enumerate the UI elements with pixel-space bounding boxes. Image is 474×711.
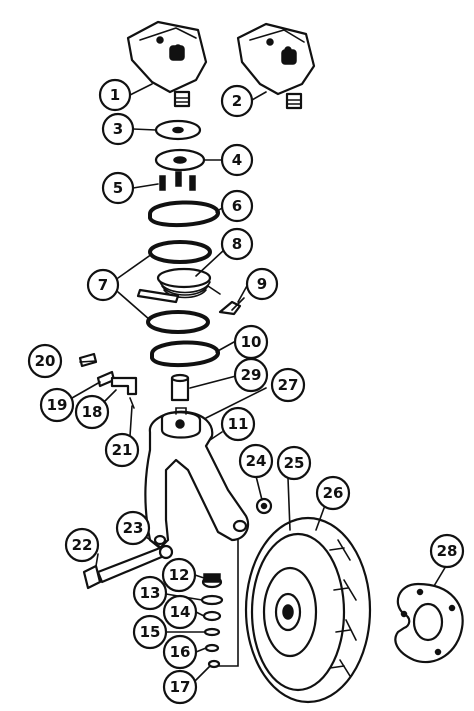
svg-text:16: 16 xyxy=(170,643,191,661)
svg-text:26: 26 xyxy=(323,484,344,502)
callout-19: 19 xyxy=(39,387,75,423)
callout-28: 28 xyxy=(429,533,465,569)
svg-text:21: 21 xyxy=(112,441,133,459)
spring-8 xyxy=(136,267,221,304)
svg-text:17: 17 xyxy=(170,678,191,696)
callout-10: 10 xyxy=(233,324,269,360)
callout-3: 3 xyxy=(101,112,135,146)
ring-10 xyxy=(150,340,220,368)
callout-12: 12 xyxy=(161,557,197,593)
plate-4 xyxy=(154,148,206,172)
leader-lines xyxy=(71,83,447,681)
bracket-18 xyxy=(110,376,138,396)
svg-text:20: 20 xyxy=(35,352,56,370)
callout-8: 8 xyxy=(220,227,254,261)
callout-7: 7 xyxy=(86,268,120,302)
washer-3 xyxy=(154,119,202,141)
svg-text:13: 13 xyxy=(140,584,161,602)
wheel-26 xyxy=(244,516,372,704)
ring-7-upper xyxy=(148,240,212,264)
ring-6 xyxy=(148,200,220,228)
spacer-23 xyxy=(158,544,174,560)
svg-text:14: 14 xyxy=(170,603,191,621)
svg-text:22: 22 xyxy=(72,536,93,554)
svg-text:27: 27 xyxy=(278,376,299,394)
callout-9: 9 xyxy=(245,267,279,301)
callout-14: 14 xyxy=(162,594,198,630)
axle-bolt-22 xyxy=(82,546,166,590)
flange-plate-28 xyxy=(394,582,464,664)
callout-2: 2 xyxy=(220,84,254,118)
svg-text:10: 10 xyxy=(241,333,262,351)
svg-text:8: 8 xyxy=(232,235,242,253)
callout-16: 16 xyxy=(162,634,198,670)
callout-11: 11 xyxy=(220,406,256,442)
svg-text:12: 12 xyxy=(169,566,190,584)
pin-21 xyxy=(129,397,135,409)
callout-17: 17 xyxy=(162,669,198,705)
screws-5 xyxy=(159,171,196,191)
svg-text:9: 9 xyxy=(257,275,267,293)
tag-20 xyxy=(78,352,98,368)
callout-23: 23 xyxy=(115,510,151,546)
svg-text:5: 5 xyxy=(113,179,123,197)
svg-text:28: 28 xyxy=(437,542,458,560)
callout-24: 24 xyxy=(238,443,274,479)
svg-text:4: 4 xyxy=(232,151,242,169)
callout-1: 1 xyxy=(98,78,132,112)
svg-text:25: 25 xyxy=(284,454,305,472)
callout-6: 6 xyxy=(220,189,254,223)
svg-text:18: 18 xyxy=(82,403,103,421)
caster-fork-11 xyxy=(144,407,250,550)
callout-13: 13 xyxy=(132,575,168,611)
svg-text:2: 2 xyxy=(232,92,242,110)
callout-26: 26 xyxy=(315,475,351,511)
svg-text:19: 19 xyxy=(47,396,68,414)
callout-4: 4 xyxy=(220,143,254,177)
svg-text:24: 24 xyxy=(246,452,267,470)
svg-text:15: 15 xyxy=(140,623,161,641)
mount-bracket-left xyxy=(126,20,208,108)
callout-21: 21 xyxy=(104,432,140,468)
svg-text:29: 29 xyxy=(241,366,262,384)
callout-18: 18 xyxy=(74,394,110,430)
callout-27: 27 xyxy=(270,367,306,403)
ring-7-lower xyxy=(146,310,210,334)
callout-25: 25 xyxy=(276,445,312,481)
wing-screw-9 xyxy=(218,297,245,316)
svg-text:3: 3 xyxy=(113,120,123,138)
callout-group: 1 2 3 4 5 6 7 8 9 10 11 12 13 14 15 16 1… xyxy=(27,78,465,705)
svg-text:7: 7 xyxy=(98,276,108,294)
svg-text:1: 1 xyxy=(110,86,120,104)
svg-text:11: 11 xyxy=(228,415,249,433)
callout-20: 20 xyxy=(27,343,63,379)
mount-bracket-right xyxy=(236,22,316,110)
svg-text:23: 23 xyxy=(123,519,144,537)
callout-15: 15 xyxy=(132,614,168,650)
bushing-29 xyxy=(170,373,190,402)
callout-5: 5 xyxy=(101,171,135,205)
svg-text:6: 6 xyxy=(232,197,242,215)
nut-24 xyxy=(255,497,273,515)
callout-29: 29 xyxy=(233,357,269,393)
callout-22: 22 xyxy=(64,527,100,563)
hardware-stack xyxy=(200,539,239,669)
